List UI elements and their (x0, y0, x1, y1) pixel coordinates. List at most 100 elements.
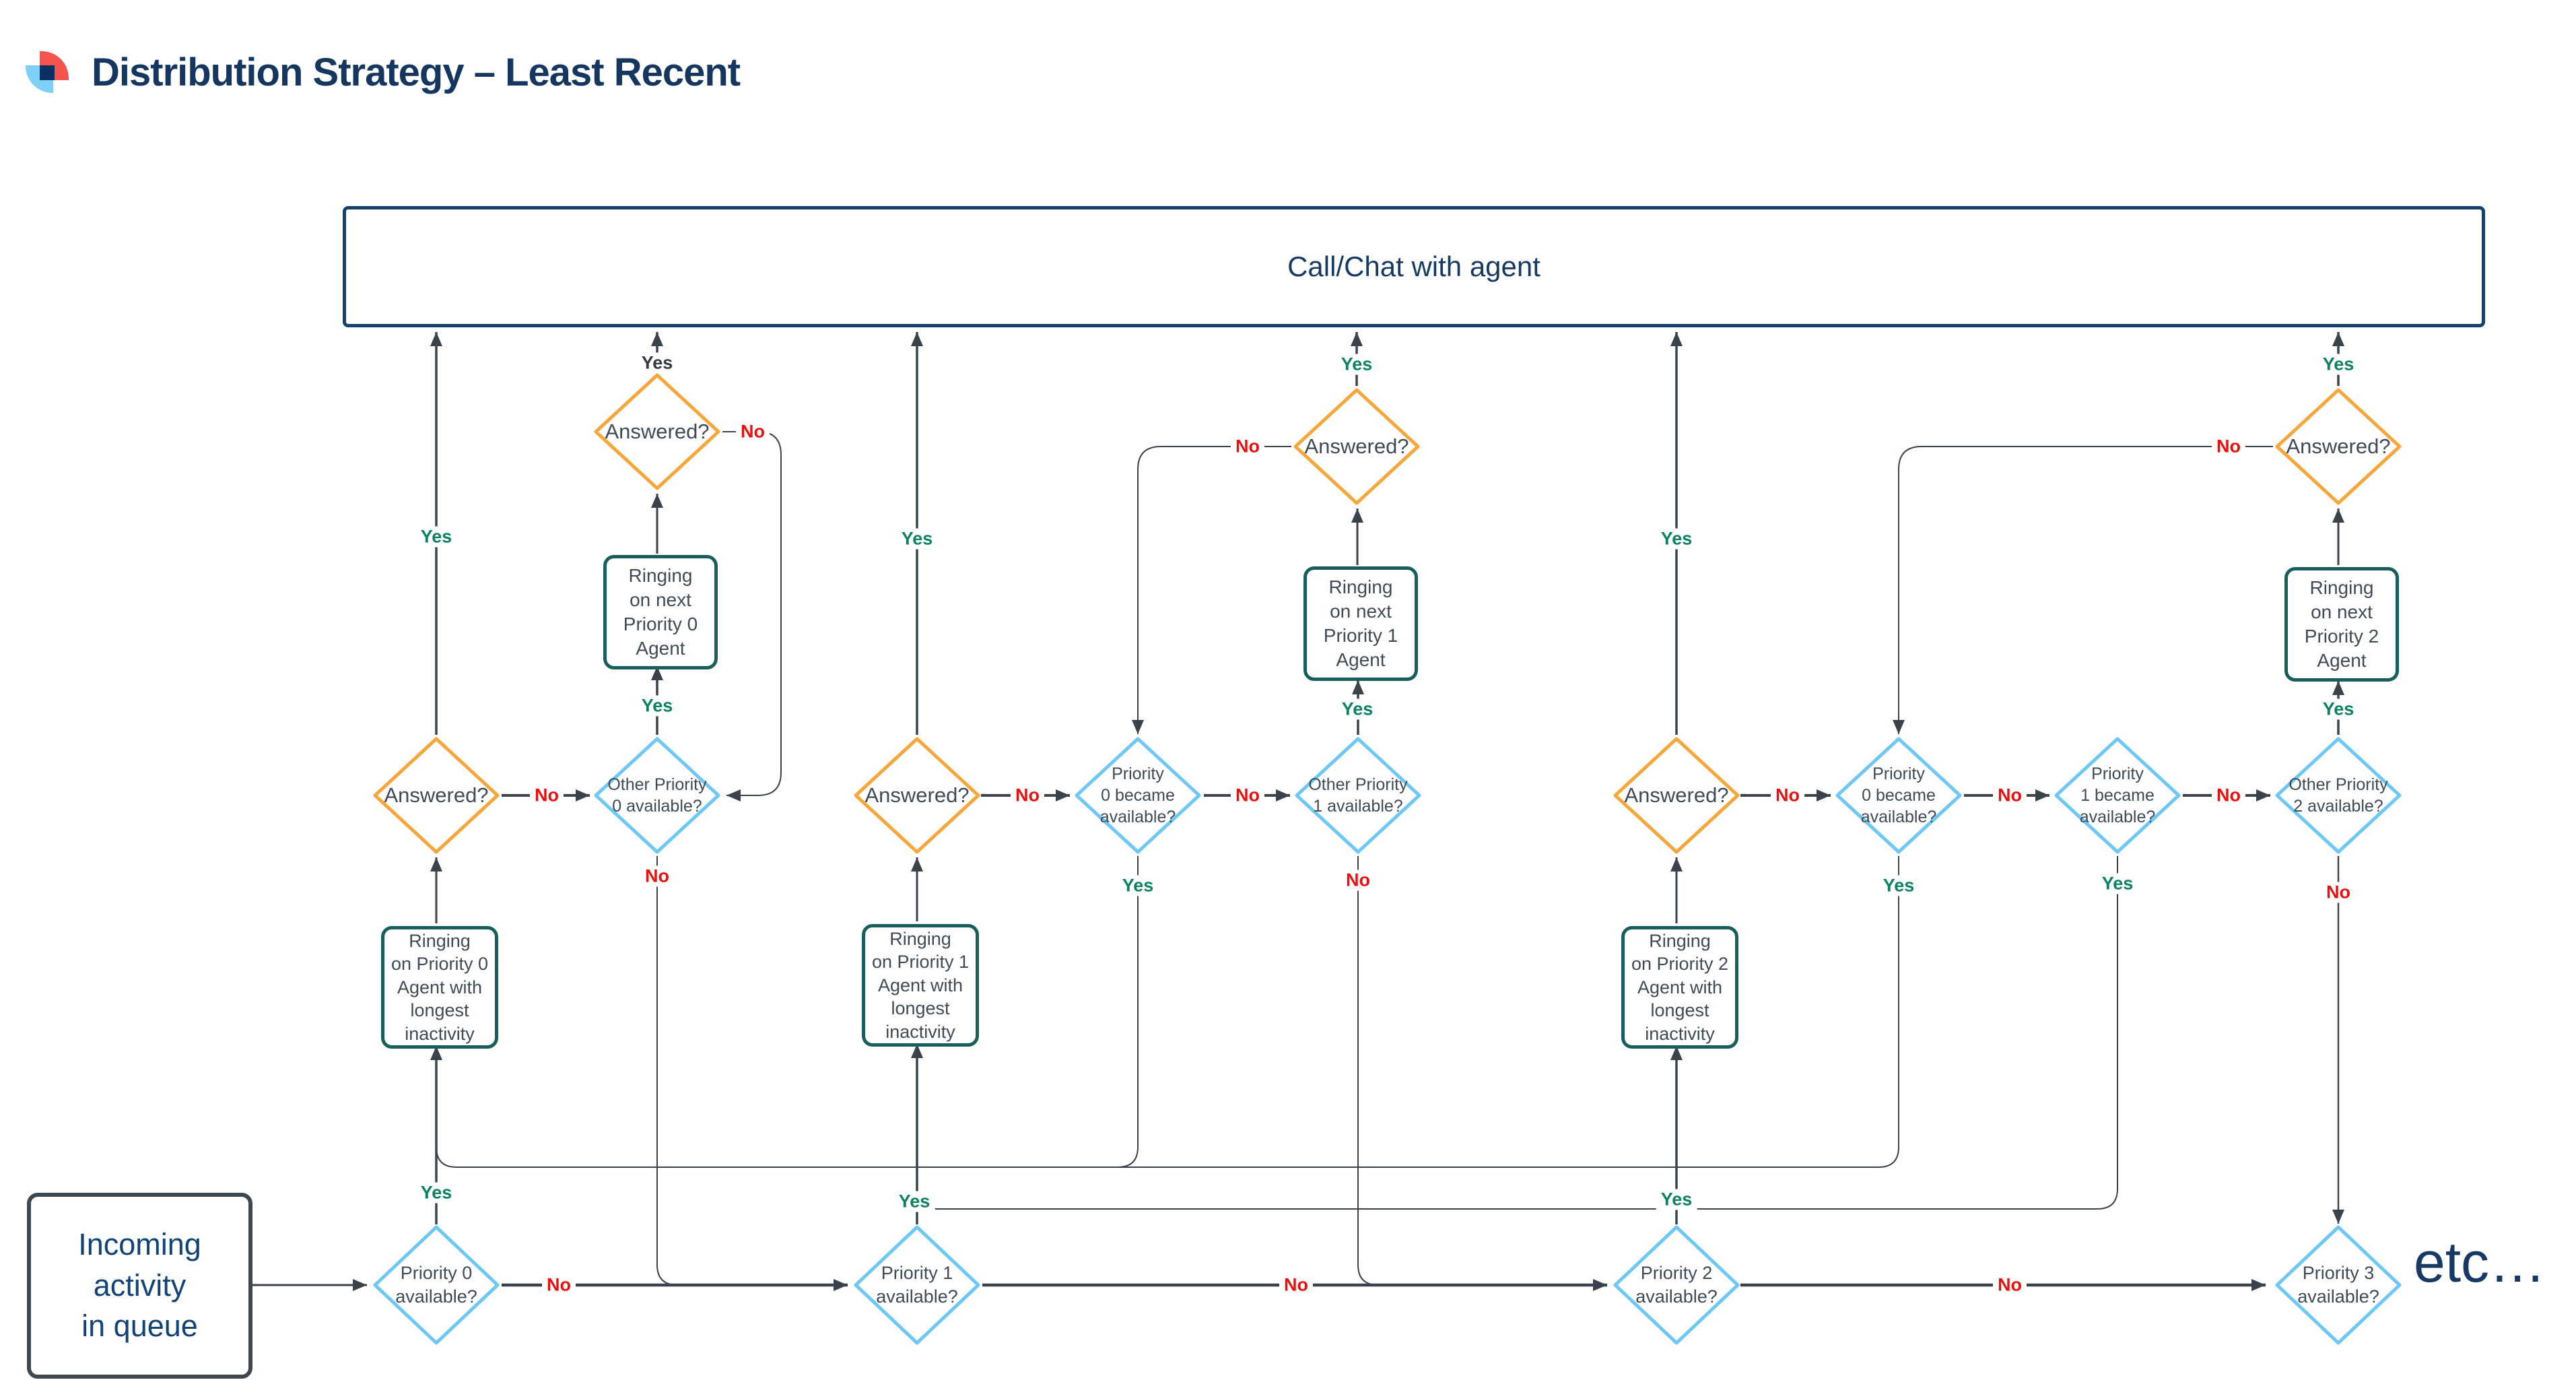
edge-otherp1-no-down-merge (1357, 856, 1414, 1286)
decision-answered-top-3: Answered? (2274, 387, 2402, 506)
blue-diamond-shape (2275, 1225, 2402, 1345)
no-label: No (1341, 869, 1375, 891)
decision-other-priority-1-available-label: Other Priority 1 available? (1308, 775, 1408, 816)
decision-answered-mid-2-label: Answered? (865, 783, 970, 808)
no-label: No (530, 785, 564, 806)
terminator-incoming-activity-in-queue: Incoming activity in queue (27, 1193, 252, 1379)
no-label: No (736, 421, 770, 442)
blue-diamond-shape (1075, 737, 1201, 854)
yes-label: Yes (1878, 875, 1920, 896)
process-ringing-next-priority-0: Ringing on next Priority 0 Agent (603, 555, 718, 669)
orange-diamond-shape (1613, 737, 1740, 854)
decision-other-priority-1-available: Other Priority 1 available? (1294, 736, 1422, 855)
yes-label: Yes (1656, 528, 1697, 550)
blue-diamond-shape (2275, 737, 2402, 854)
no-label: No (542, 1274, 576, 1296)
yes-label: Yes (1656, 1189, 1697, 1210)
process-ringing-next-priority-1-label: Ringing on next Priority 1 Agent (1323, 577, 1398, 670)
orange-diamond-shape (2275, 388, 2402, 505)
decision-priority-1-available: Priority 1 available? (853, 1224, 981, 1346)
incoming-label: Incoming activity in queue (78, 1226, 201, 1344)
edge-answeredtop2-no-loop (1132, 446, 1291, 734)
process-ringing-longest-priority-2-label: Ringing on Priority 2 Agent with longest… (1631, 930, 1729, 1044)
decision-answered-top-3-label: Answered? (2286, 434, 2391, 459)
process-ringing-next-priority-2: Ringing on next Priority 2 Agent (2284, 567, 2399, 682)
decision-priority-1-became-available-3: Priority 1 became available? (2054, 736, 2181, 855)
decision-answered-top-2-label: Answered? (1304, 434, 1409, 459)
decision-priority-0-became-available-2: Priority 0 became available? (1074, 736, 1202, 855)
decision-priority-2-available: Priority 2 available? (1613, 1224, 1740, 1346)
decision-priority-1-became-available-3-label: Priority 1 became available? (2079, 764, 2156, 826)
blue-diamond-shape (2054, 737, 2181, 854)
process-ringing-next-priority-0-label: Ringing on next Priority 0 Agent (623, 565, 698, 659)
decision-priority-0-available: Priority 0 available? (372, 1224, 500, 1346)
decision-answered-mid-3-label: Answered? (1624, 783, 1729, 808)
orange-diamond-shape (1293, 388, 1420, 505)
orange-diamond-shape (373, 737, 500, 854)
app-logo-icon (26, 51, 69, 96)
no-label: No (2212, 785, 2245, 806)
yes-label: Yes (1336, 698, 1378, 720)
yes-label: Yes (636, 695, 678, 717)
decision-priority-0-became-available-2-label: Priority 0 became available? (1099, 764, 1176, 826)
no-label: No (1771, 785, 1804, 806)
yes-label: Yes (896, 528, 938, 550)
blue-diamond-shape (1835, 737, 1962, 854)
process-ringing-longest-priority-1-label: Ringing on Priority 1 Agent with longest… (871, 928, 970, 1042)
orange-diamond-shape (854, 737, 980, 854)
no-label: No (2321, 882, 2355, 903)
terminator-call-chat-with-agent: Call/Chat with agent (343, 206, 2485, 327)
orange-diamond-shape (594, 373, 720, 490)
yes-label: Yes (893, 1191, 935, 1212)
no-label: No (1279, 1274, 1313, 1296)
logo-navy-shape (40, 65, 55, 80)
no-label: No (1231, 436, 1264, 457)
yes-label: Yes (1117, 875, 1159, 896)
decision-answered-top-1-label: Answered? (605, 420, 710, 444)
process-ringing-longest-priority-1: Ringing on Priority 1 Agent with longest… (862, 924, 979, 1047)
edge-p1became3-yes-line-b (916, 856, 2118, 1210)
decision-priority-3-available-label: Priority 3 available? (2297, 1263, 2379, 1307)
edge-p0became2-yes-merge-left (1094, 856, 1139, 1168)
decision-other-priority-0-available-label: Other Priority 0 available? (607, 775, 707, 816)
etc-continuation-label: etc… (2414, 1230, 2546, 1294)
yes-label: Yes (415, 526, 457, 548)
no-label: No (1993, 785, 2027, 806)
process-ringing-longest-priority-0: Ringing on Priority 0 Agent with longest… (381, 926, 498, 1049)
edge-otherp0-no-down-merge (656, 856, 714, 1286)
blue-diamond-shape (373, 1225, 500, 1345)
decision-priority-3-available: Priority 3 available? (2274, 1224, 2402, 1346)
blue-diamond-shape (594, 737, 720, 854)
decision-priority-2-available-label: Priority 2 available? (1635, 1263, 1718, 1307)
decision-other-priority-2-available: Other Priority 2 available? (2274, 736, 2402, 855)
decision-answered-mid-3: Answered? (1613, 736, 1740, 855)
blue-diamond-shape (854, 1225, 980, 1345)
process-ringing-longest-priority-0-label: Ringing on Priority 0 Agent with longest… (391, 930, 489, 1044)
decision-priority-0-became-available-3-label: Priority 0 became available? (1860, 764, 1937, 826)
call-chat-label: Call/Chat with agent (1287, 251, 1540, 282)
page-title: Distribution Strategy – Least Recent (92, 51, 741, 94)
yes-label: Yes (415, 1182, 457, 1204)
process-ringing-next-priority-2-label: Ringing on next Priority 2 Agent (2304, 577, 2379, 671)
yes-label: Yes (1336, 354, 1378, 375)
decision-other-priority-0-available: Other Priority 0 available? (593, 736, 721, 855)
decision-priority-0-became-available-3: Priority 0 became available? (1835, 736, 1963, 855)
process-ringing-longest-priority-2: Ringing on Priority 2 Agent with longest… (1621, 926, 1738, 1049)
decision-answered-mid-2: Answered? (853, 736, 981, 855)
no-label: No (1231, 785, 1264, 806)
decision-priority-1-available-label: Priority 1 available? (876, 1263, 958, 1307)
blue-diamond-shape (1613, 1225, 1740, 1345)
no-label: No (640, 865, 674, 887)
process-ringing-next-priority-1: Ringing on next Priority 1 Agent (1303, 566, 1418, 681)
decision-other-priority-2-available-label: Other Priority 2 available? (2289, 775, 2388, 816)
no-label: No (1011, 785, 1044, 806)
no-label: No (1993, 1274, 2027, 1296)
edge-answeredtop1-no-loop (722, 431, 782, 801)
decision-answered-mid-1: Answered? (372, 736, 500, 855)
decision-answered-top-2: Answered? (1293, 387, 1421, 506)
blue-diamond-shape (1295, 737, 1421, 854)
decision-answered-mid-1-label: Answered? (384, 783, 489, 808)
yes-label: Yes (636, 352, 678, 374)
yes-label: Yes (2097, 873, 2138, 894)
